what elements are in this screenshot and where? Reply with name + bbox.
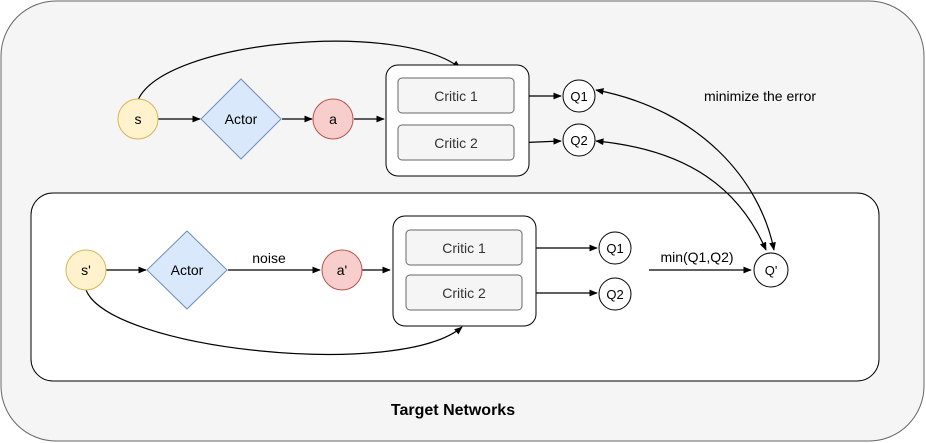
target-q1-label: Q1: [606, 241, 623, 256]
error-edge-q2: [595, 138, 767, 251]
state-label: s: [135, 111, 142, 127]
action-node: [312, 98, 354, 140]
action-label: a: [329, 111, 337, 127]
target-critic-1-box: [405, 229, 523, 266]
state-node: [117, 98, 159, 140]
critic-2-label: Critic 2: [434, 135, 478, 151]
target-q2-node: [598, 277, 632, 311]
target-q2-label: Q2: [606, 287, 623, 302]
q-prime-node: [753, 252, 789, 288]
target-q1-node: [598, 231, 632, 265]
q1-node: [562, 79, 596, 113]
q1-label: Q1: [570, 89, 587, 104]
q2-label: Q2: [570, 133, 587, 148]
q2-node: [562, 123, 596, 157]
state-to-critic-edge: [137, 40, 461, 101]
target-action-label: a': [337, 262, 347, 278]
target-networks-title: Target Networks: [391, 402, 515, 419]
target-state-label: s': [81, 262, 91, 278]
target-actor-node: [146, 230, 228, 310]
target-actor-label: Actor: [171, 262, 204, 278]
target-action-node: [321, 249, 363, 291]
minimize-error-label: minimize the error: [704, 88, 816, 104]
target-critic-1-label: Critic 1: [442, 240, 486, 256]
actor-label: Actor: [225, 111, 258, 127]
target-critic-2-label: Critic 2: [442, 285, 486, 301]
noise-label: noise: [252, 250, 286, 266]
target-state-node: [65, 249, 107, 291]
q-prime-label: Q': [765, 263, 778, 278]
target-state-to-critic-edge: [85, 289, 463, 355]
min-label: min(Q1,Q2): [660, 249, 733, 265]
critic-2-box: [397, 124, 515, 161]
target-critic-2-box: [405, 274, 523, 311]
actor-node: [200, 78, 282, 160]
critic-1-box: [397, 77, 515, 114]
critic-1-label: Critic 1: [434, 88, 478, 104]
